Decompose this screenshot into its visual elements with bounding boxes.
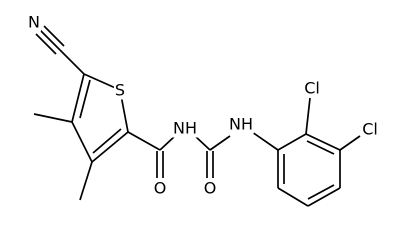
atom-label-background (361, 119, 379, 139)
molecule-structure-diagram: N S O NH O NH Cl Cl (27, 12, 379, 207)
bond-nitrile-2 (35, 33, 57, 55)
bond-c2-carbonyl (127, 131, 161, 151)
bond-methyl-c4 (33, 113, 73, 123)
bond-nh-aryl (251, 131, 279, 151)
atom-o-urea: O (204, 179, 217, 198)
atom-cl-meta: Cl (362, 120, 378, 139)
bond-c4-c5-double (79, 79, 91, 119)
bond-ar-2-3-double (306, 140, 335, 155)
bond-c3-c4 (71, 121, 93, 163)
atom-nh-amide: NH (173, 119, 197, 138)
atom-nh-urea: NH (229, 115, 253, 134)
bond-nitrile-3 (43, 25, 65, 47)
atom-label-background (202, 178, 218, 198)
bond-ar-4-5-double (307, 184, 335, 200)
atom-label-background (27, 12, 41, 32)
atom-o-amide: O (154, 179, 167, 198)
atom-label-background (152, 178, 168, 198)
bond-ar-1-2 (277, 133, 307, 151)
bond-methyl-c3 (79, 161, 93, 201)
bond-nitrile-1 (39, 29, 61, 51)
atom-label-background (172, 118, 198, 138)
bond-ar-4-5 (307, 187, 341, 207)
atom-label-background (228, 114, 254, 134)
bond-lines (33, 25, 361, 207)
atom-n-nitrile: N (28, 13, 40, 32)
bond-urea-c-nh (209, 135, 231, 151)
bond-carbonyl-nh (159, 135, 176, 151)
bond-cl-meta (339, 135, 361, 151)
atom-cl-ortho: Cl (304, 79, 320, 98)
bond-cl-ortho (305, 97, 311, 135)
atom-labels: N S O NH O NH Cl Cl (28, 13, 378, 198)
atom-label-background (113, 80, 127, 100)
atom-s-thiophene: S (115, 81, 125, 100)
atom-label-backgrounds (27, 12, 379, 198)
bond-c2-c3-double (92, 128, 122, 154)
bond-nh-urea-c (194, 135, 211, 151)
bond-ar-5-6 (277, 187, 309, 207)
bond-c4-c5 (71, 73, 85, 123)
bond-ar-2-3 (305, 133, 341, 151)
bond-c2-c3 (91, 131, 129, 163)
bond-cn-ring (59, 49, 85, 75)
atom-label-background (303, 78, 321, 98)
